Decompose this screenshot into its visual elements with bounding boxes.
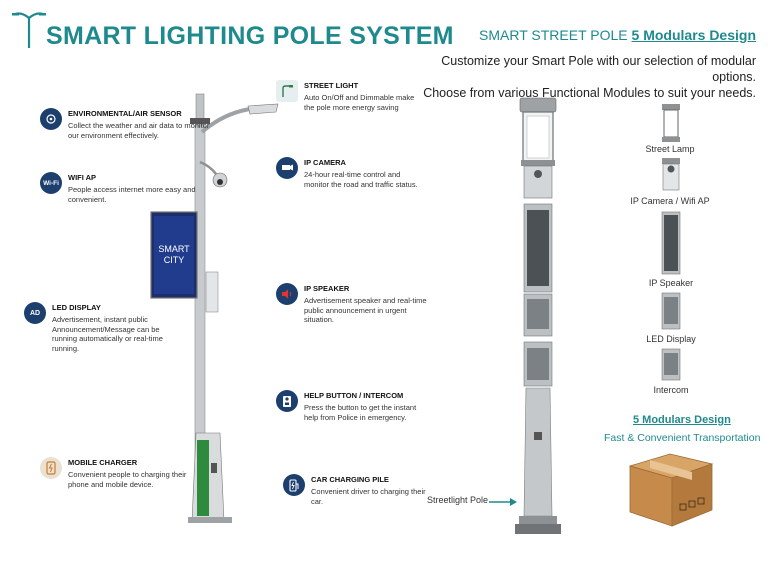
wifi-icon: Wi-Fi bbox=[40, 172, 62, 194]
right-title: SMART STREET POLE 5 Modulars Design bbox=[479, 27, 756, 43]
page-title: SMART LIGHTING POLE SYSTEM bbox=[46, 22, 454, 50]
feature-desc: People access internet more easy and con… bbox=[68, 185, 196, 204]
feature-title: ENVIRONMENTAL/AIR SENSOR bbox=[68, 109, 182, 118]
feature-wifi-ap: Wi-Fi WIFI AP People access internet mor… bbox=[40, 172, 213, 204]
smart-pole-illustration bbox=[150, 93, 279, 523]
camera-icon bbox=[276, 157, 298, 179]
shipping-box-icon bbox=[628, 453, 714, 527]
module-label-ip-camera: IP Camera / Wifi AP bbox=[630, 196, 710, 206]
car-charging-icon bbox=[283, 474, 305, 496]
feature-desc: Convenient driver to charging their car. bbox=[311, 487, 426, 506]
arrow-right-icon bbox=[489, 498, 517, 506]
streetlight-pole-label: Streetlight Pole bbox=[427, 495, 489, 505]
feature-desc: Advertisement, instant public Announceme… bbox=[52, 315, 163, 353]
feature-title: HELP BUTTON / INTERCOM bbox=[304, 391, 404, 400]
modulars-title: 5 Modulars Design bbox=[633, 414, 731, 426]
feature-title: IP CAMERA bbox=[304, 158, 346, 167]
module-speaker-thumbnail bbox=[661, 211, 681, 275]
feature-mobile-charger: MOBILE CHARGER Convenient people to char… bbox=[40, 457, 196, 489]
street-light-icon bbox=[276, 80, 298, 102]
feature-ip-speaker: IP SPEAKER Advertisement speaker and rea… bbox=[276, 283, 434, 325]
feature-desc: Convenient people to charging their phon… bbox=[68, 470, 187, 489]
right-title-bold: 5 Modulars Design bbox=[631, 27, 756, 43]
module-intercom-thumbnail bbox=[661, 348, 681, 381]
led-display-icon: AD bbox=[24, 302, 46, 324]
led-display-line1: SMART bbox=[158, 244, 190, 254]
intercom-icon bbox=[276, 390, 298, 412]
feature-desc: Auto On/Off and Dimmable make the pole m… bbox=[304, 93, 415, 112]
feature-desc: 24-hour real-time control and monitor th… bbox=[304, 170, 418, 189]
feature-title: IP SPEAKER bbox=[304, 284, 350, 293]
module-street-lamp-thumbnail bbox=[662, 104, 680, 142]
feature-led-display: AD LED DISPLAY Advertisement, instant pu… bbox=[24, 302, 170, 353]
feature-desc: Advertisement speaker and real-time publ… bbox=[304, 296, 427, 324]
feature-street-light: STREET LIGHT Auto On/Off and Dimmable ma… bbox=[276, 80, 424, 112]
module-label-intercom: Intercom bbox=[653, 385, 689, 395]
module-camera-thumbnail bbox=[662, 158, 680, 191]
street-lamp-logo-icon bbox=[12, 12, 46, 48]
feature-ip-camera: IP CAMERA 24-hour real-time control and … bbox=[276, 157, 424, 189]
feature-title: MOBILE CHARGER bbox=[68, 458, 138, 467]
mobile-charger-icon bbox=[40, 457, 62, 479]
feature-title: STREET LIGHT bbox=[304, 81, 359, 90]
feature-desc: Collect the weather and air data to moni… bbox=[68, 121, 210, 140]
description: Customize your Smart Pole with our selec… bbox=[396, 53, 756, 101]
modulars-subtitle: Fast & Convenient Transportation bbox=[604, 432, 761, 444]
feature-title: CAR CHARGING PILE bbox=[311, 475, 389, 484]
module-label-ip-speaker: IP Speaker bbox=[648, 278, 694, 288]
speaker-icon bbox=[276, 283, 298, 305]
feature-desc: Press the button to get the instant help… bbox=[304, 403, 417, 422]
module-label-led-display: LED Display bbox=[646, 334, 696, 344]
feature-title: LED DISPLAY bbox=[52, 303, 101, 312]
led-display-line2: CITY bbox=[163, 255, 185, 265]
right-title-prefix: SMART STREET POLE bbox=[479, 27, 628, 43]
feature-environmental-sensor: ENVIRONMENTAL/AIR SENSOR Collect the wea… bbox=[40, 108, 213, 140]
module-label-street-lamp: Street Lamp bbox=[645, 144, 695, 154]
modular-pole-illustration bbox=[515, 97, 561, 534]
feature-help-intercom: HELP BUTTON / INTERCOM Press the button … bbox=[276, 390, 429, 422]
description-line2: Choose from various Functional Modules t… bbox=[423, 86, 756, 100]
feature-car-charging: CAR CHARGING PILE Convenient driver to c… bbox=[283, 474, 426, 506]
sensor-icon bbox=[40, 108, 62, 130]
feature-title: WIFI AP bbox=[68, 173, 97, 182]
led-display-screen-text: SMART CITY bbox=[154, 244, 194, 266]
description-line1: Customize your Smart Pole with our selec… bbox=[441, 54, 756, 84]
module-led-display-thumbnail bbox=[661, 292, 681, 330]
